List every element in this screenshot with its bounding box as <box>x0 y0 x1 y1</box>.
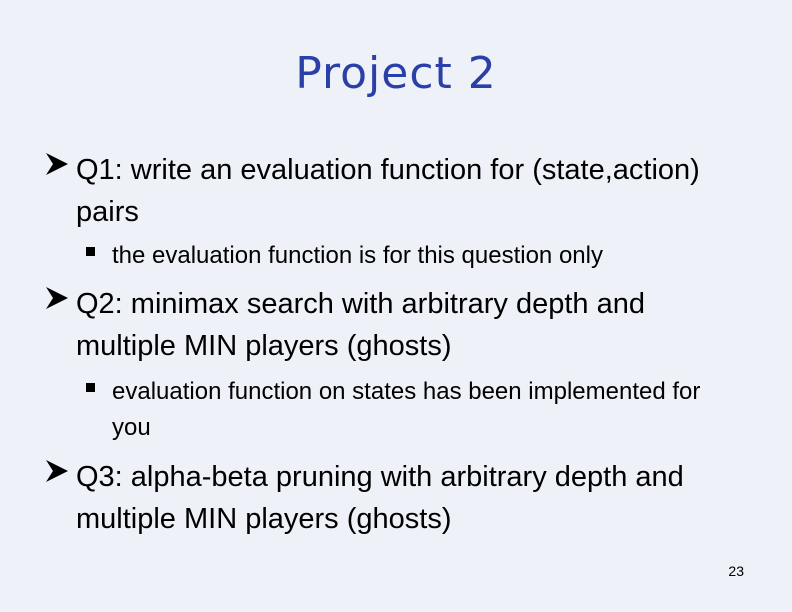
arrowhead-bullet-icon <box>46 287 68 309</box>
bullet-text: Q2: minimax search with arbitrary depth … <box>76 288 645 362</box>
slide-title: Project 2 <box>295 48 497 99</box>
sub-bullet-text: evaluation function on states has been i… <box>112 378 701 441</box>
arrowhead-bullet-icon <box>46 460 68 482</box>
bullet-text: Q1: write an evaluation function for (st… <box>76 154 700 228</box>
bullet-q1: Q1: write an evaluation function for (st… <box>44 149 744 233</box>
bullet-text: Q3: alpha-beta pruning with arbitrary de… <box>76 461 684 535</box>
square-bullet-icon <box>86 247 95 256</box>
arrowhead-bullet-icon <box>46 153 68 175</box>
page-number: 23 <box>728 563 744 579</box>
sub-bullet-q2: evaluation function on states has been i… <box>86 374 726 446</box>
bullet-q2: Q2: minimax search with arbitrary depth … <box>44 283 744 367</box>
bullet-q3: Q3: alpha-beta pruning with arbitrary de… <box>44 456 744 540</box>
square-bullet-icon <box>86 383 95 392</box>
sub-bullet-text: the evaluation function is for this ques… <box>112 242 603 269</box>
sub-bullet-q1: the evaluation function is for this ques… <box>86 238 726 274</box>
